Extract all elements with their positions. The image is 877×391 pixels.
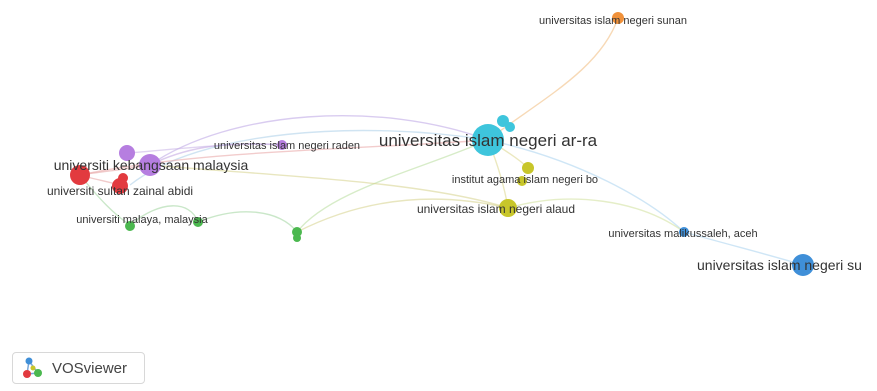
edge: [149, 114, 489, 166]
label-iain-bo: institut agama islam negeri bo: [452, 174, 598, 186]
label-uin-su: universitas islam negeri su: [697, 257, 862, 273]
node-um[interactable]: [125, 221, 135, 231]
node-uin-raden[interactable]: [277, 140, 287, 150]
node-unimal[interactable]: [679, 227, 689, 237]
labels: universitas islam negeri sunan universit…: [47, 15, 862, 273]
node-yellow-small[interactable]: [517, 176, 527, 186]
node-ukm[interactable]: [139, 154, 161, 176]
edge: [129, 205, 199, 226]
label-unimal: universitas malikussaleh, aceh: [608, 228, 757, 240]
edge: [79, 139, 489, 176]
nodes: [70, 12, 814, 276]
node-uin-alauddin[interactable]: [499, 199, 517, 217]
node-green-right-2[interactable]: [293, 234, 301, 242]
node-red-large[interactable]: [70, 165, 90, 185]
node-uin-su[interactable]: [792, 254, 814, 276]
vosviewer-label: VOSviewer: [52, 359, 128, 377]
node-uin-sunan[interactable]: [612, 12, 624, 24]
edge: [197, 211, 298, 233]
label-uin-sunan: universitas islam negeri sunan: [539, 15, 687, 27]
node-cyan-small-2[interactable]: [505, 122, 515, 132]
vosviewer-logo-icon: [23, 357, 42, 378]
label-um: universiti malaya, malaysia: [76, 214, 208, 226]
edge: [683, 231, 804, 266]
vosviewer-badge[interactable]: VOSviewer: [12, 352, 145, 384]
node-red-small[interactable]: [118, 173, 128, 183]
edge: [296, 139, 489, 233]
edge: [487, 139, 685, 233]
edge: [507, 198, 685, 233]
node-green-mid[interactable]: [193, 217, 203, 227]
node-green-right-1[interactable]: [292, 227, 302, 237]
node-iain-bo[interactable]: [522, 162, 534, 174]
label-uin-arraniry: universitas islam negeri ar-ra: [379, 131, 598, 150]
label-usza: universiti sultan zainal abidi: [47, 184, 193, 198]
label-ukm: universiti kebangsaan malaysia: [54, 157, 249, 173]
node-purple-small[interactable]: [119, 145, 135, 161]
edge: [126, 143, 283, 154]
node-uin-arraniry[interactable]: [472, 124, 504, 156]
label-uin-raden: universitas islam negeri raden: [214, 140, 360, 152]
label-uin-alauddin: universitas islam negeri alaud: [417, 202, 575, 216]
edge: [296, 198, 509, 233]
edge: [149, 164, 509, 209]
